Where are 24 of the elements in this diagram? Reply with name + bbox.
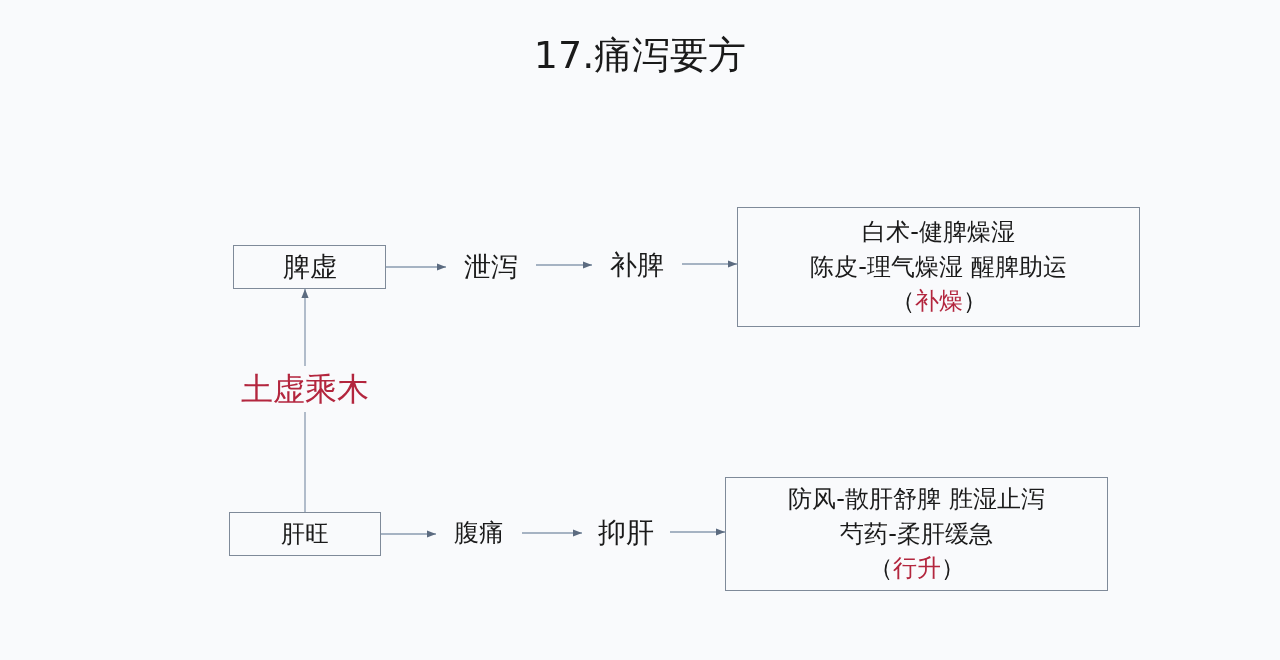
arrow — [385, 263, 447, 271]
step-text: 腹痛 — [454, 516, 504, 549]
arrow — [535, 261, 593, 269]
arrow — [669, 528, 726, 536]
box-text: 白术-健脾燥湿 — [862, 216, 1015, 248]
arrow — [380, 530, 437, 538]
box-text: 脾虚 — [282, 250, 337, 285]
step-text: 抑肝 — [598, 514, 654, 551]
note-text: （行升） — [868, 553, 965, 585]
step-text: 泄泻 — [464, 250, 518, 285]
box-text: 陈皮-理气燥湿 醒脾助运 — [810, 251, 1067, 283]
arrow — [681, 260, 738, 268]
process-box — [233, 245, 386, 289]
step-text: 补脾 — [610, 248, 664, 283]
box-text: 芍药-柔肝缓急 — [840, 518, 993, 550]
box-text: 肝旺 — [281, 518, 329, 550]
process-box — [737, 207, 1140, 327]
edge-label: 土虚乘木 — [239, 365, 371, 412]
process-box — [725, 477, 1108, 591]
title: 17.痛泻要方 — [532, 32, 748, 79]
note-text: （补燥） — [890, 286, 987, 318]
process-box — [229, 512, 381, 556]
arrow — [521, 529, 583, 537]
box-text: 防风-散肝舒脾 胜湿止泻 — [788, 483, 1045, 515]
